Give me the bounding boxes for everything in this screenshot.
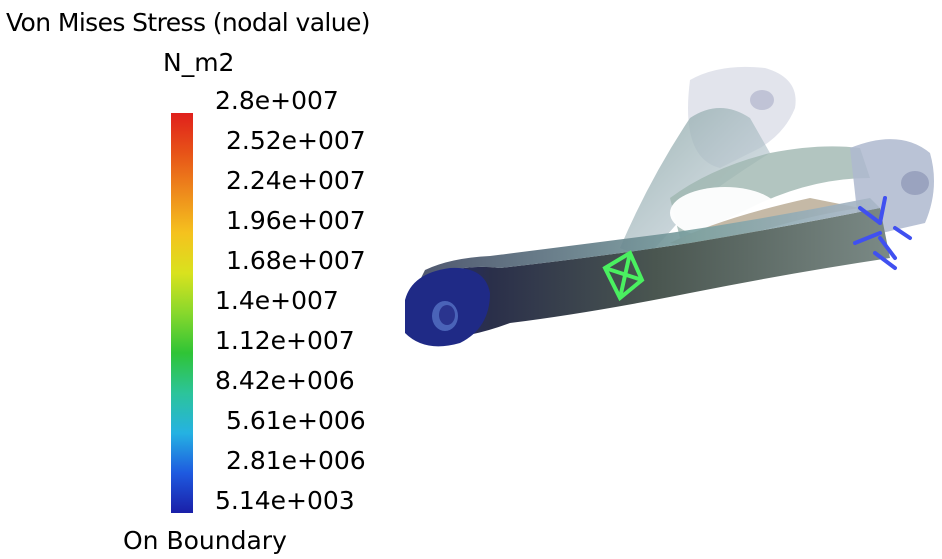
legend-title: Von Mises Stress (nodal value)	[6, 8, 371, 37]
legend-tick: 2.52e+007	[226, 126, 366, 155]
legend-footer: On Boundary	[123, 526, 287, 555]
color-scale-bar	[171, 113, 193, 513]
legend-tick-min: 5.14e+003	[215, 486, 355, 515]
legend-tick: 1.68e+007	[226, 246, 366, 275]
restraint-marker-icon	[602, 250, 645, 302]
legend-tick: 1.4e+007	[215, 286, 339, 315]
legend-tick-max: 2.8e+007	[215, 86, 339, 115]
legend-tick: 2.24e+007	[226, 166, 366, 195]
legend-tick: 2.81e+006	[226, 446, 366, 475]
legend-tick: 8.42e+006	[215, 366, 355, 395]
connecting-rod-body	[405, 198, 890, 347]
connecting-rod-part-icon[interactable]	[390, 58, 940, 378]
legend-tick: 5.61e+006	[226, 406, 366, 435]
legend-unit: N_m2	[163, 48, 235, 77]
legend-tick: 1.96e+007	[226, 206, 366, 235]
legend-tick: 1.12e+007	[215, 326, 355, 355]
load-marker-icon	[853, 196, 912, 270]
